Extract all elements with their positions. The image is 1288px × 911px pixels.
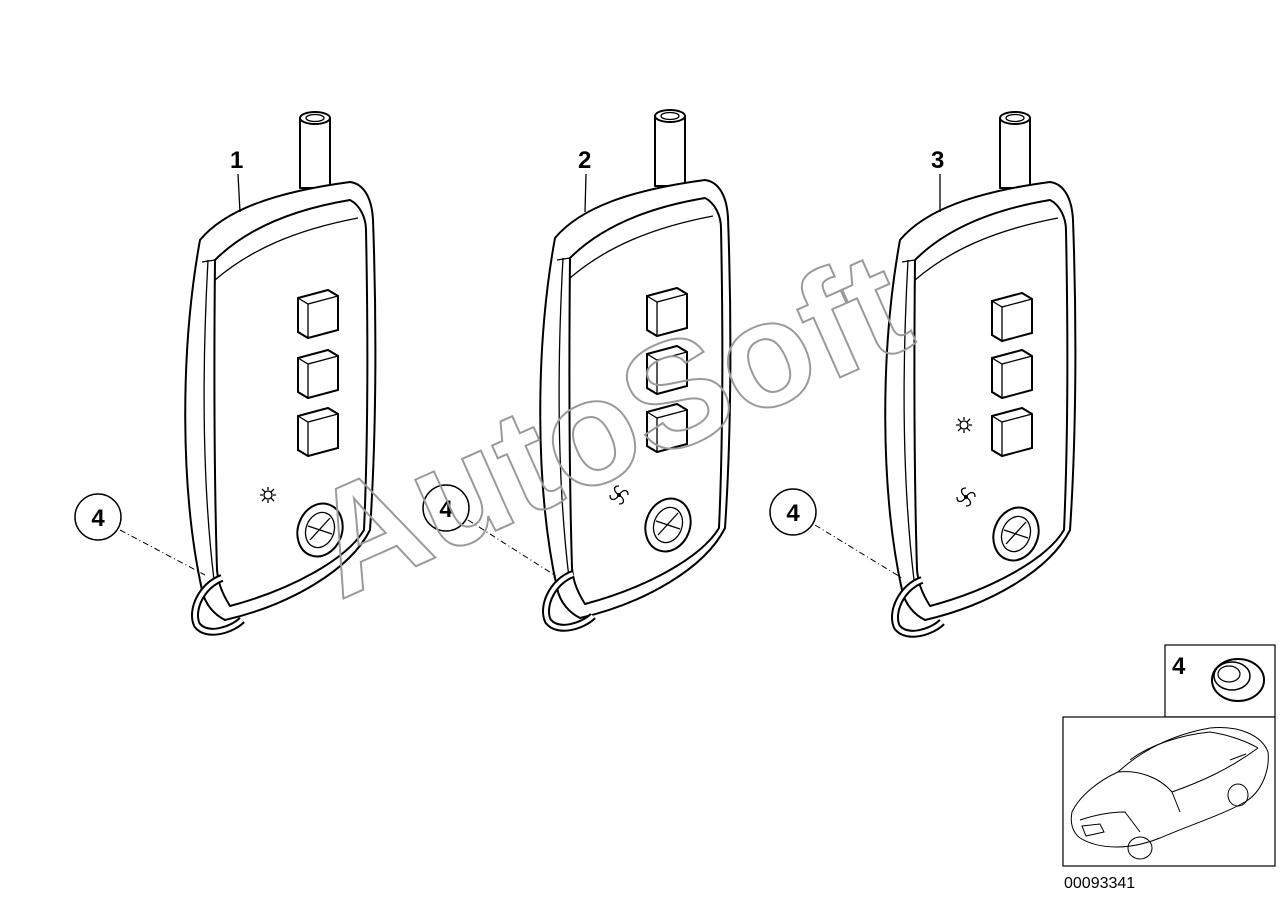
vehicle-thumbnail <box>1062 716 1276 867</box>
remote-2 <box>539 109 732 628</box>
part-label-3: 3 <box>931 147 944 212</box>
car-icon <box>1070 727 1269 860</box>
heater-icon <box>956 417 972 433</box>
callout-4-a: 4 <box>74 493 206 576</box>
callout-4-c: 4 <box>769 488 903 579</box>
heater-icon <box>260 487 276 503</box>
part-label-1: 1 <box>230 147 243 213</box>
grommet-icon <box>1211 658 1265 702</box>
fan-icon <box>956 487 976 507</box>
fan-icon <box>609 485 629 505</box>
svg-text:4: 4 <box>91 505 105 532</box>
svg-text:3: 3 <box>931 147 944 174</box>
svg-text:1: 1 <box>230 147 243 174</box>
inset-part-box: 4 <box>1164 644 1276 718</box>
svg-text:4: 4 <box>439 496 453 523</box>
svg-text:2: 2 <box>578 147 591 174</box>
callout-4-b: 4 <box>422 484 557 577</box>
document-number: 00093341 <box>1064 875 1135 892</box>
svg-text:4: 4 <box>786 500 800 527</box>
remote-1 <box>184 111 377 632</box>
part-label-2: 2 <box>578 147 591 213</box>
remote-3 <box>884 111 1077 634</box>
svg-text:4: 4 <box>1172 653 1186 680</box>
